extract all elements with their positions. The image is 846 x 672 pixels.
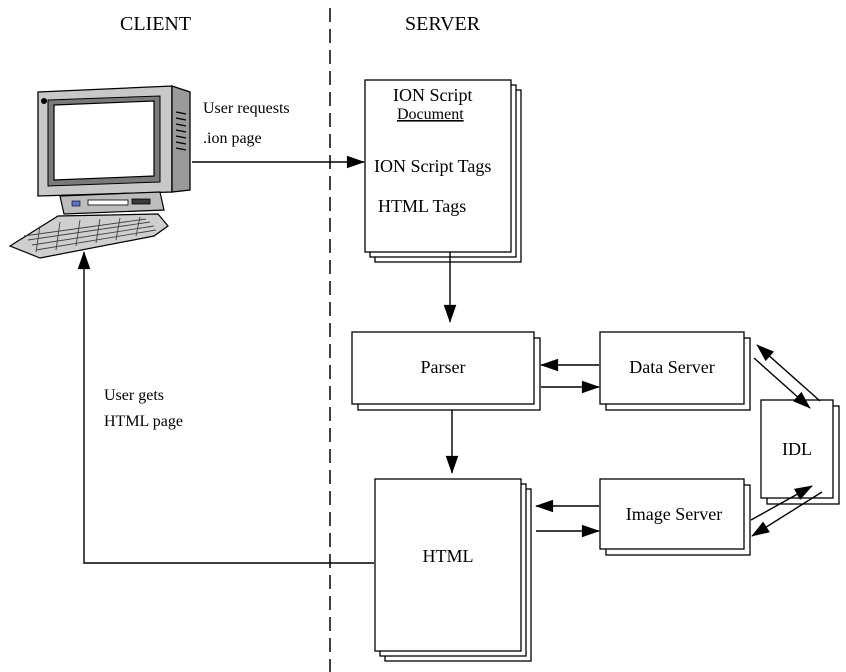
response-arrow (77, 251, 374, 564)
document-title: ION Script (393, 85, 473, 105)
html-output-page: HTML (374, 478, 532, 662)
server-heading: SERVER (405, 13, 481, 35)
response-label-line1: User gets (104, 387, 164, 404)
data-server-to-idl-arrow (753, 357, 811, 409)
image-server-to-idl-arrow (750, 485, 813, 521)
data-server-label: Data Server (629, 357, 714, 377)
image-server-box: Image Server (599, 478, 751, 556)
response-label-line2: HTML page (104, 413, 183, 430)
document-html-tags: HTML Tags (378, 196, 466, 216)
idl-label: IDL (782, 439, 812, 459)
request-label-line1: User requests (203, 100, 290, 117)
computer-icon (8, 85, 191, 259)
document-ion-tags: ION Script Tags (374, 156, 491, 176)
parser-label: Parser (421, 357, 466, 377)
idl-to-data-server-arrow (756, 344, 821, 402)
parser-box: Parser (351, 331, 541, 411)
data-server-box: Data Server (599, 331, 751, 411)
client-heading: CLIENT (120, 13, 191, 35)
ion-script-document: ION Script Document ION Script Tags HTML… (364, 79, 522, 263)
idl-box: IDL (760, 399, 840, 505)
image-server-label: Image Server (626, 504, 722, 524)
html-label: HTML (423, 546, 474, 566)
document-subtitle: Document (397, 106, 464, 123)
request-label-line2: .ion page (203, 130, 262, 147)
